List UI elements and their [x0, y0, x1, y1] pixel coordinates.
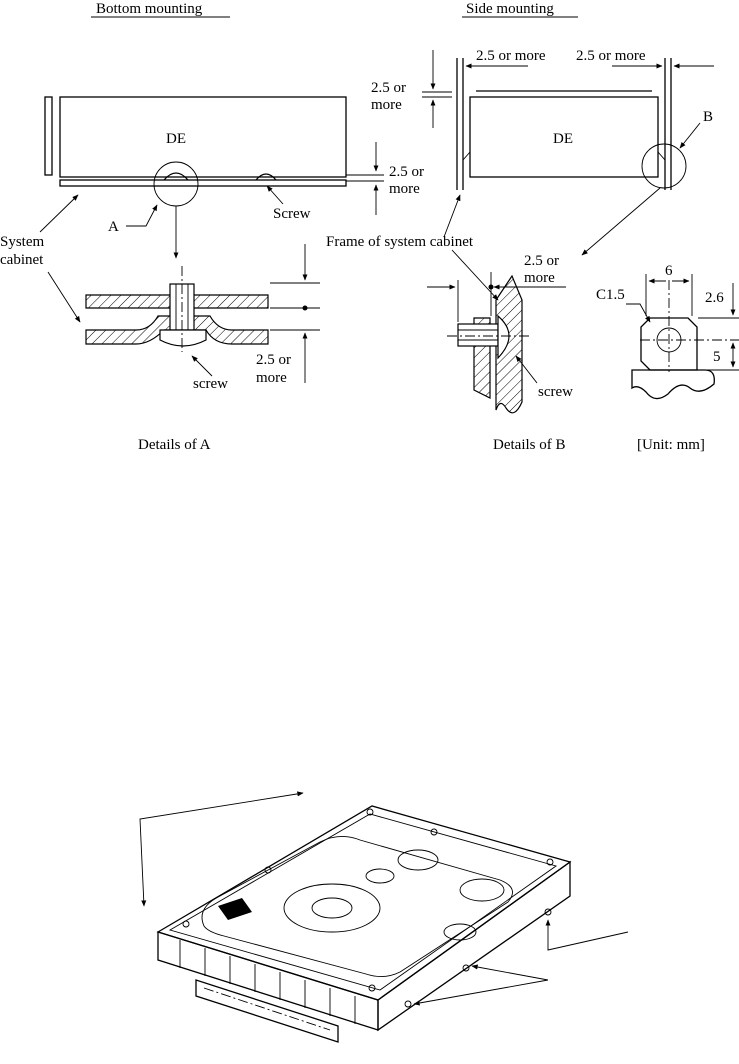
- detail-b-gap-label-2: more: [524, 270, 555, 286]
- bottom-screw-label: Screw: [273, 206, 311, 222]
- heading-side-mounting: Side mounting: [466, 1, 554, 17]
- detail-a-drawing: [85, 244, 320, 383]
- tab-chamfer-label: C1.5: [596, 287, 625, 303]
- detail-b-gap-label-1: 2.5 or: [524, 253, 559, 269]
- side-gap-left-label-1: 2.5 or: [371, 80, 406, 96]
- system-cabinet-label-1: System: [0, 234, 45, 250]
- tab-height-label: 5: [713, 349, 721, 365]
- detail-a-screw-label: screw: [193, 376, 228, 392]
- system-cabinet-label-2: cabinet: [0, 252, 44, 268]
- bottom-de-label: DE: [166, 131, 186, 147]
- marker-a-label: A: [108, 219, 119, 235]
- side-gap-left-label-2: more: [371, 97, 402, 113]
- marker-b-label: B: [703, 109, 713, 125]
- detail-b-caption: Details of B: [493, 437, 566, 453]
- side-gap-top-right-label: 2.5 or more: [576, 48, 646, 64]
- side-mounting-drawing: [422, 50, 714, 256]
- hard-drive-illustration: [139, 791, 629, 1043]
- detail-a-caption: Details of A: [138, 437, 211, 453]
- tab-width-label: 6: [665, 263, 673, 279]
- detail-a-gap-label-2: more: [256, 370, 287, 386]
- detail-b-drawing: [427, 249, 566, 414]
- heading-bottom-mounting: Bottom mounting: [96, 1, 203, 17]
- frame-of-system-cabinet-label: Frame of system cabinet: [326, 234, 474, 250]
- side-gap-top-left-label: 2.5 or more: [476, 48, 546, 64]
- bottom-gap-label-1: 2.5 or: [389, 164, 424, 180]
- detail-b-screw-label: screw: [538, 384, 573, 400]
- detail-a-gap-label-1: 2.5 or: [256, 352, 291, 368]
- bottom-mounting-drawing: [39, 96, 384, 323]
- tab-offset-label: 2.6: [705, 290, 724, 306]
- bottom-gap-label-2: more: [389, 181, 420, 197]
- side-de-label: DE: [553, 131, 573, 147]
- unit-label: [Unit: mm]: [637, 437, 705, 453]
- tab-detail-drawing: [626, 274, 739, 400]
